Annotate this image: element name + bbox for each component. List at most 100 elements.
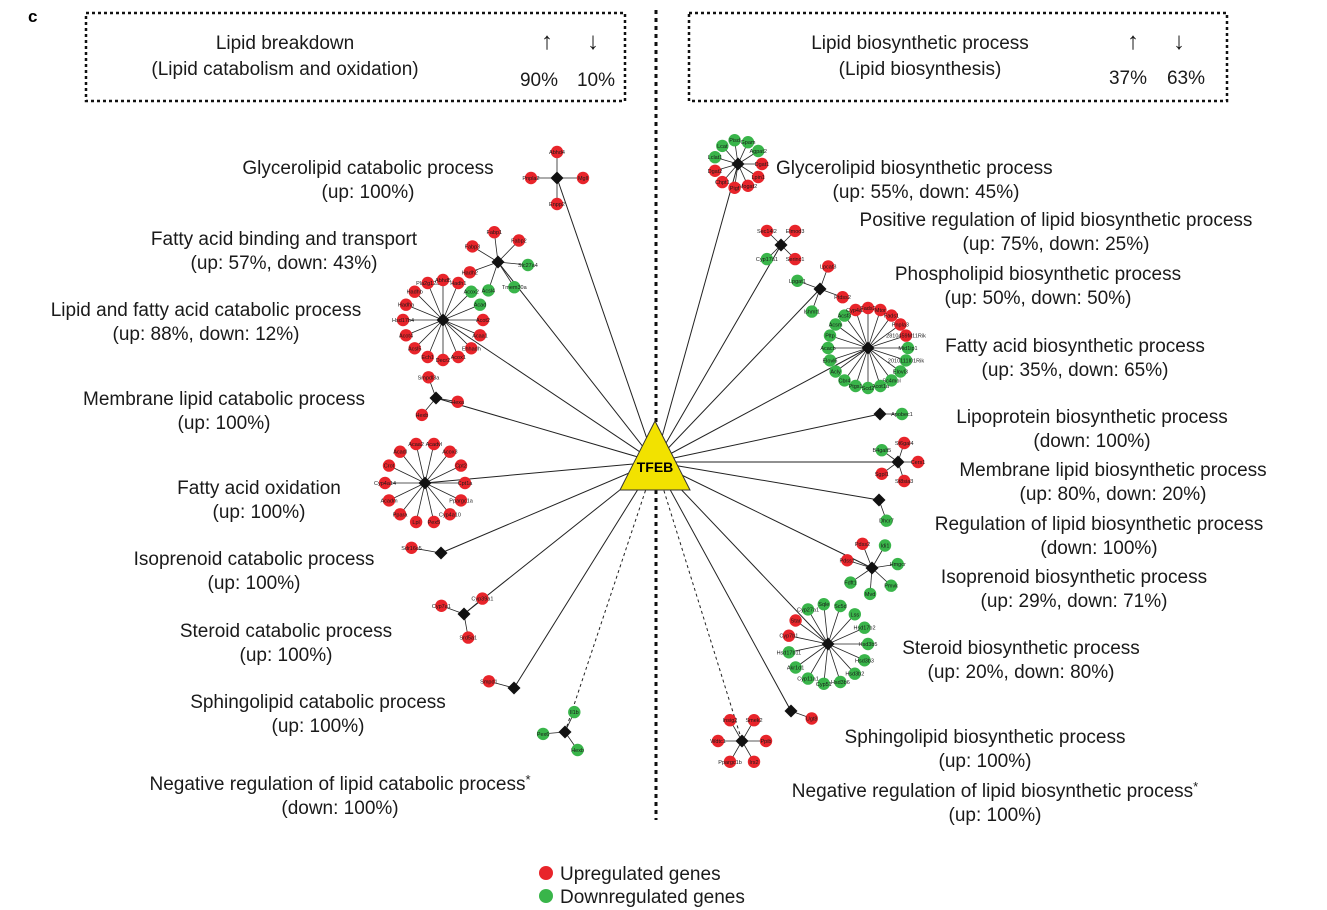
edge-pos-reg-lipid-biosynthetic (654, 244, 782, 463)
gene-node-up (741, 179, 755, 192)
gene-label: Cyp4a2 (846, 308, 865, 314)
gene-node-up (452, 350, 465, 364)
gene-label: Acacb (820, 346, 835, 352)
gene-label: Agpat2 (749, 149, 766, 155)
gene-label: Fabp3 (465, 244, 481, 250)
gene-label: Hsd17b11 (777, 650, 802, 656)
edge-phospholipid-biosynthetic (654, 288, 821, 463)
right-box-title: Lipid biosynthetic process (811, 33, 1029, 54)
gene-node-up (861, 301, 875, 315)
gene-label: Cyp27a1 (797, 607, 819, 613)
left-box-frame (84, 11, 627, 103)
gene-node-down (861, 637, 875, 651)
gene-label: Acot2 (476, 318, 490, 324)
gene-clusters: Pnpla2Abhd4MgllEnpp2Hadh2Fabp3Fabp1Fabp2… (374, 134, 926, 768)
gene-label: Decr2 (436, 358, 451, 364)
term-stat-fatty-acid-binding: (up: 57%, down: 43%) (191, 253, 378, 274)
gene-label: Lpgat1 (789, 279, 806, 285)
gene-label: Ishmt1 (804, 310, 821, 316)
gene-node-down (838, 374, 851, 387)
term-diamond-lipid-fa-catabolic (436, 313, 450, 327)
term-name-sphingolipid-biosynthetic: Sphingolipid biosynthetic process (845, 727, 1126, 748)
gene-node-down (817, 598, 830, 611)
gene-label: Mid1ip1 (898, 346, 917, 352)
gene-node-up (396, 313, 410, 327)
term-name-isoprenoid-biosynthetic: Isoprenoid biosynthetic process (941, 567, 1207, 588)
gene-label: Idi1 (881, 544, 890, 550)
term-diamond-isoprenoid-biosynthetic (865, 561, 879, 575)
gene-label: Hsd3b5 (859, 642, 878, 648)
gene-edge (827, 605, 841, 645)
gene-edge (424, 482, 451, 515)
gene-label: 2010111I01Rik (888, 358, 924, 364)
gene-edge (442, 319, 472, 349)
term-name-glycerolipid-catabolic: Glycerolipid catabolic process (242, 158, 493, 179)
edge-neg-reg-lipid-biosynthetic (654, 461, 743, 742)
gene-label: Pmvk (884, 584, 898, 590)
term-diamond-sphingolipid-biosynthetic (784, 704, 798, 718)
gene-edge (867, 315, 892, 349)
gene-node-up (454, 494, 468, 507)
gene-node-up (443, 445, 457, 458)
term-diamond-phospholipid-biosynthetic (813, 282, 827, 296)
gene-node-down (728, 134, 741, 147)
gene-node-up (458, 476, 472, 490)
gene-node-down (885, 374, 898, 387)
gene-node-down (752, 144, 765, 158)
gene-edge (424, 465, 462, 484)
gene-node-down (741, 136, 755, 149)
gene-edge (844, 347, 869, 381)
gene-edge (867, 347, 901, 372)
gene-node-up (874, 303, 887, 317)
gene-node-down (844, 576, 857, 589)
gene-node-up (462, 631, 475, 644)
legend-up-label: Upregulated genes (560, 864, 721, 885)
gene-edge (867, 347, 907, 361)
gene-edge (424, 482, 435, 523)
gene-edge (424, 451, 451, 484)
gene-label: Hadh1 (450, 281, 466, 287)
gene-edge (829, 335, 869, 349)
gene-label: Insig2 (723, 718, 738, 724)
gene-label: Acsl4 (482, 288, 495, 294)
gene-edge (399, 482, 426, 515)
term-stat-fatty-acid-oxidation: (up: 100%) (213, 502, 306, 523)
term-stat-lipid-fa-catabolic: (up: 88%, down: 12%) (113, 324, 300, 345)
edge-reg-lipid-biosynthetic (654, 461, 880, 501)
gene-node-up (415, 408, 429, 422)
edge-isoprenoid-catabolic (440, 461, 656, 554)
gene-label: Elmod3 (786, 229, 805, 235)
term-stat-glycerolipid-biosynthetic: (up: 55%, down: 45%) (833, 182, 1020, 203)
gene-node-up (436, 353, 450, 367)
term-name-membrane-lipid-catabolic: Membrane lipid catabolic process (83, 389, 365, 410)
gene-edge (855, 347, 869, 387)
gene-label: 2810459M11Rik (886, 334, 926, 340)
gene-label: Hsd17b4 (392, 318, 414, 324)
gene-node-down (568, 705, 581, 719)
cluster-sphingolipid-biosynthetic: Ugt8 (784, 704, 818, 725)
gene-node-down (716, 139, 729, 153)
term-name-fatty-acid-biosynthetic: Fatty acid biosynthetic process (945, 336, 1205, 357)
gene-node-up (393, 508, 407, 521)
gene-edge (424, 443, 435, 484)
term-stat-reg-lipid-biosynthetic: (down: 100%) (1040, 538, 1157, 559)
gene-edge (388, 482, 426, 501)
term-diamond-glycerolipid-biosynthetic (731, 157, 745, 171)
gene-label: Fads1 (884, 314, 899, 320)
gene-node-up (408, 342, 421, 355)
left-box-subtitle: (Lipid catabolism and oxidation) (151, 59, 418, 80)
gene-label: Acaa1 (472, 333, 488, 339)
gene-node-up (465, 342, 478, 355)
cluster-lipoprotein-biosynthetic: Apobec1 (873, 407, 913, 421)
legend: Upregulated genes Downregulated genes (539, 864, 745, 908)
gene-label: Lclat1 (708, 155, 723, 161)
gene-node-up (755, 157, 769, 171)
term-name-glycerolipid-biosynthetic: Glycerolipid biosynthetic process (776, 158, 1053, 179)
left-up-arrow-icon: ↑ (541, 28, 553, 55)
term-diamond-fatty-acid-biosynthetic (861, 341, 875, 355)
gene-label: Sdr16c5 (401, 546, 422, 552)
gene-edge (827, 627, 865, 645)
gene-label: Hadh2 (462, 270, 478, 276)
